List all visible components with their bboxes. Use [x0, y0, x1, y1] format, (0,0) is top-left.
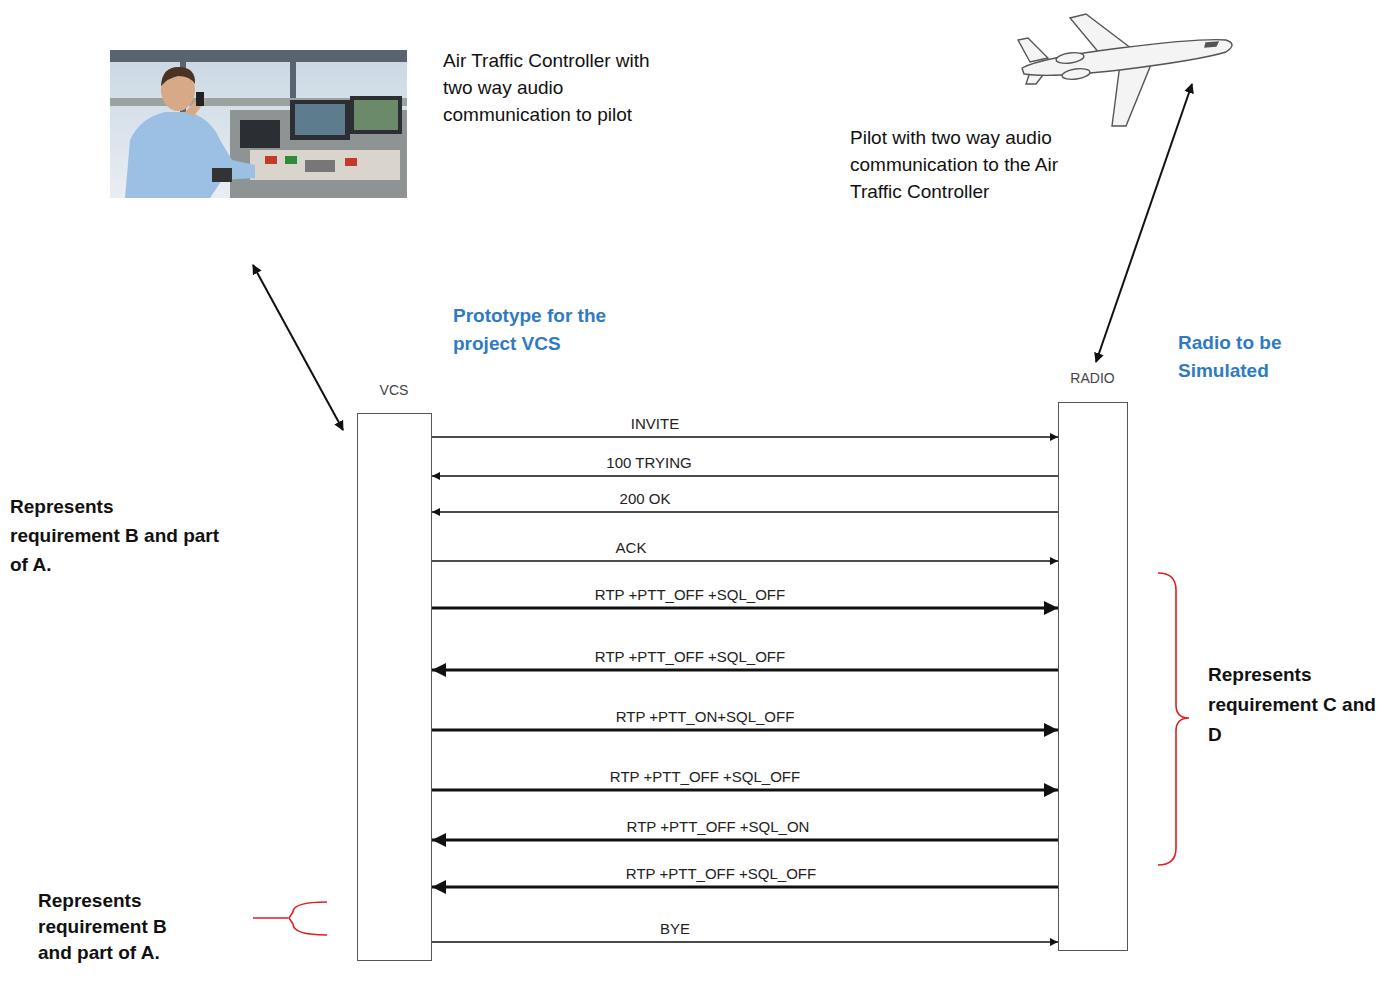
- window-frame: [110, 50, 407, 62]
- message-label: BYE: [657, 920, 693, 937]
- audio-link-arrow: [1096, 84, 1192, 362]
- message-label: RTP +PTT_ON+SQL_OFF: [613, 708, 798, 725]
- requirement-note: Represents requirement C and D: [1208, 660, 1380, 750]
- monitor-screen: [295, 104, 345, 135]
- desk: [250, 150, 400, 180]
- message-arrow: [432, 839, 1058, 842]
- microphone: [196, 92, 204, 106]
- message-label: RTP +PTT_OFF +SQL_ON: [624, 818, 813, 835]
- airplane-engine: [1055, 51, 1084, 65]
- console-button: [265, 156, 277, 164]
- lifeline-box: VCS: [357, 413, 432, 961]
- message-arrow: [432, 436, 1058, 437]
- requirement-note: Represents requirement B and part of A.: [38, 888, 198, 966]
- airplane-engine: [1061, 67, 1090, 81]
- message-arrow: [432, 886, 1058, 889]
- requirement-bracket: [1158, 573, 1189, 865]
- monitor: [240, 120, 280, 148]
- lifeline-name: VCS: [380, 382, 409, 398]
- lifeline-name: RADIO: [1070, 370, 1114, 386]
- message-arrow: [432, 941, 1058, 942]
- message-arrow: [432, 607, 1058, 610]
- airplane-picture: [1018, 14, 1232, 126]
- airplane-fuselage: [1022, 40, 1232, 76]
- message-label: RTP +PTT_OFF +SQL_OFF: [592, 586, 788, 603]
- component-note: Prototype for the project VCS: [453, 302, 658, 358]
- monitor: [350, 96, 402, 134]
- role-description: Air Traffic Controller with two way audi…: [443, 47, 678, 128]
- requirement-note: Represents requirement B and part of A.: [10, 492, 225, 579]
- message-label: RTP +PTT_OFF +SQL_OFF: [592, 648, 788, 665]
- component-note: Radio to be Simulated: [1178, 329, 1328, 385]
- photo-ground: [110, 50, 407, 198]
- message-label: ACK: [613, 539, 650, 556]
- message-label: 200 OK: [617, 490, 674, 507]
- message-label: 100 TRYING: [603, 454, 694, 471]
- airplane-tail: [1018, 38, 1048, 62]
- message-arrow: [432, 475, 1058, 476]
- message-label: INVITE: [628, 415, 682, 432]
- message-arrow: [432, 511, 1058, 512]
- console-panel: [305, 160, 335, 172]
- message-arrow: [432, 729, 1058, 732]
- message-arrow: [432, 789, 1058, 792]
- controller-hair: [161, 67, 195, 86]
- message-arrow: [432, 560, 1058, 561]
- role-description: Pilot with two way audio communication t…: [850, 124, 1060, 205]
- monitor: [290, 100, 350, 140]
- monitor-screen: [354, 100, 398, 130]
- lifeline-box: RADIO: [1058, 402, 1128, 951]
- airplane-window: [1205, 42, 1218, 47]
- console-button: [285, 156, 297, 164]
- message-label: RTP +PTT_OFF +SQL_OFF: [607, 768, 803, 785]
- console-button: [345, 158, 357, 166]
- requirement-bracket: [253, 902, 327, 935]
- audio-link-arrow: [253, 265, 343, 430]
- controller-photo: [110, 50, 407, 198]
- airplane-wing: [1112, 62, 1152, 126]
- message-label: RTP +PTT_OFF +SQL_OFF: [623, 865, 819, 882]
- controller-body: [125, 112, 255, 198]
- message-arrow: [432, 669, 1058, 672]
- binoculars: [212, 168, 232, 182]
